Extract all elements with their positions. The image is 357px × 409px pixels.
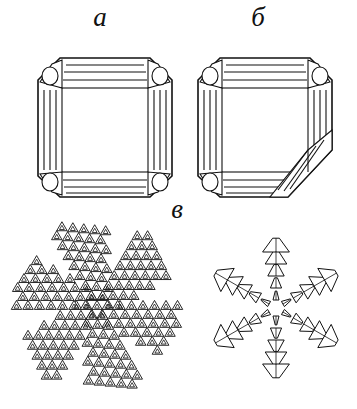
star-crystal-drawing (214, 238, 338, 378)
figure-label: в (171, 196, 183, 223)
figure-label: б (251, 4, 265, 31)
crystal-a-drawing (38, 58, 172, 197)
crystal-b-drawing (198, 58, 332, 197)
dendrite-drawing (11, 222, 182, 388)
figure-label: а (93, 4, 107, 31)
